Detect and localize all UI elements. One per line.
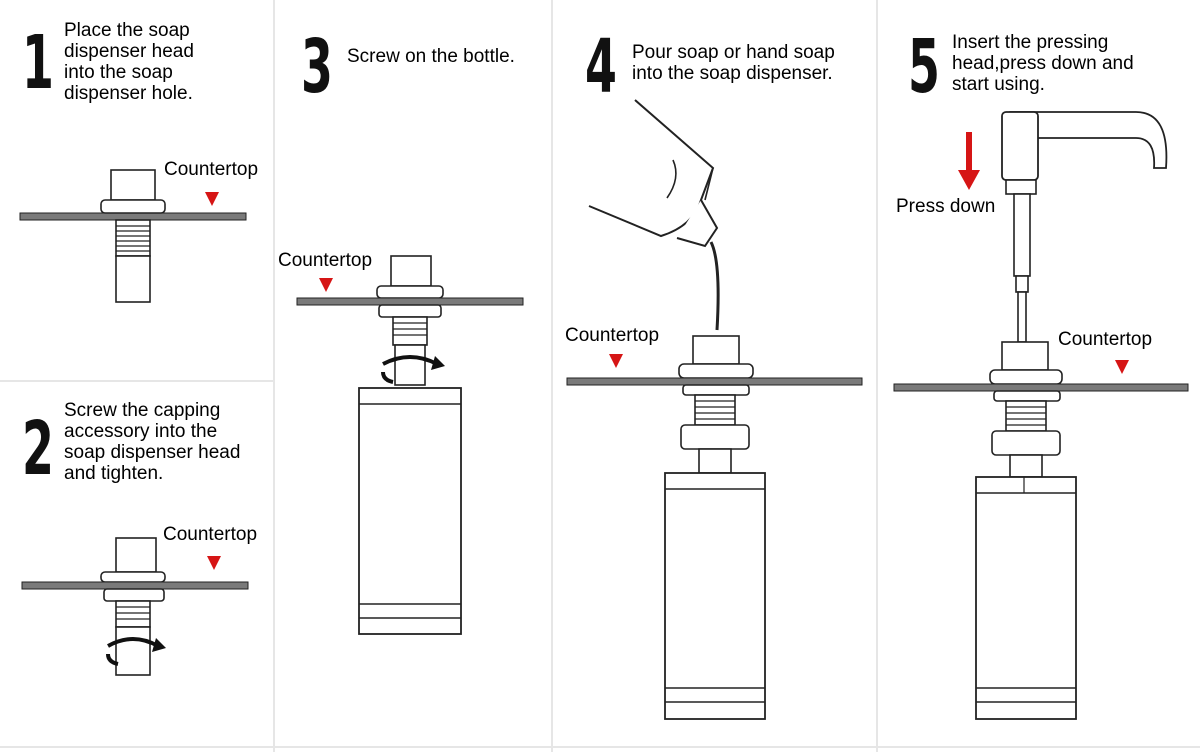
soap-bottle	[664, 472, 766, 720]
countertop-bar	[296, 297, 524, 306]
step-1-panel: 1 Place the soap dispenser head into the…	[0, 0, 273, 380]
press-down-arrow-icon	[966, 132, 972, 174]
step-number: 4	[585, 24, 617, 110]
press-down-label: Press down	[896, 196, 996, 217]
soap-bottle	[358, 387, 462, 635]
panel-divider	[876, 0, 878, 752]
countertop-label: Countertop	[164, 159, 259, 180]
marker-triangle-icon	[207, 556, 221, 570]
marker-triangle-icon	[1115, 360, 1129, 374]
countertop-bar	[21, 581, 249, 590]
dispenser-head-diagram	[19, 169, 247, 303]
step-number: 5	[908, 24, 940, 110]
step-number: 1	[22, 20, 54, 106]
panel-divider	[273, 0, 275, 752]
step-2-panel: 2 Screw the capping accessory into the s…	[0, 382, 273, 746]
pump-spout	[1003, 111, 1168, 169]
step-instruction: Screw on the bottle.	[347, 46, 515, 67]
countertop-bar	[893, 383, 1189, 392]
pour-soap-diagram	[566, 99, 863, 720]
step-instruction: Screw the capping accessory into the soa…	[64, 400, 241, 484]
step-number: 3	[301, 24, 333, 110]
panel-divider	[551, 0, 553, 752]
countertop-label: Countertop	[565, 325, 660, 346]
marker-triangle-icon	[319, 278, 333, 292]
step-5-panel: 5 Insert the pressing head,press down an…	[878, 0, 1200, 746]
countertop-bar	[566, 377, 863, 386]
step-number: 2	[22, 406, 54, 492]
bottom-border	[0, 746, 1200, 748]
countertop-label: Countertop	[163, 524, 258, 545]
marker-triangle-icon	[205, 192, 219, 206]
step-4-panel: 4 Pour soap or hand soap into the soap d…	[553, 0, 876, 746]
rotate-arrow-icon	[107, 637, 159, 648]
panel-divider	[0, 380, 273, 382]
marker-triangle-icon	[609, 354, 623, 368]
step-instruction: Insert the pressing head,press down and …	[952, 32, 1134, 95]
pressing-head-diagram	[893, 111, 1189, 720]
soap-bottle	[975, 476, 1077, 720]
countertop-bar	[19, 212, 247, 221]
countertop-label: Countertop	[278, 250, 373, 271]
rotate-arrow-icon	[382, 355, 438, 366]
step-instruction: Pour soap or hand soap into the soap dis…	[632, 42, 835, 84]
soap-stream	[709, 241, 720, 331]
bottle-screw-diagram	[296, 255, 524, 635]
step-3-panel: 3 Screw on the bottle. Countertop	[275, 0, 551, 746]
step-instruction: Place the soap dispenser head into the s…	[64, 20, 194, 104]
countertop-label: Countertop	[1058, 329, 1153, 350]
capping-accessory-diagram	[21, 537, 249, 676]
